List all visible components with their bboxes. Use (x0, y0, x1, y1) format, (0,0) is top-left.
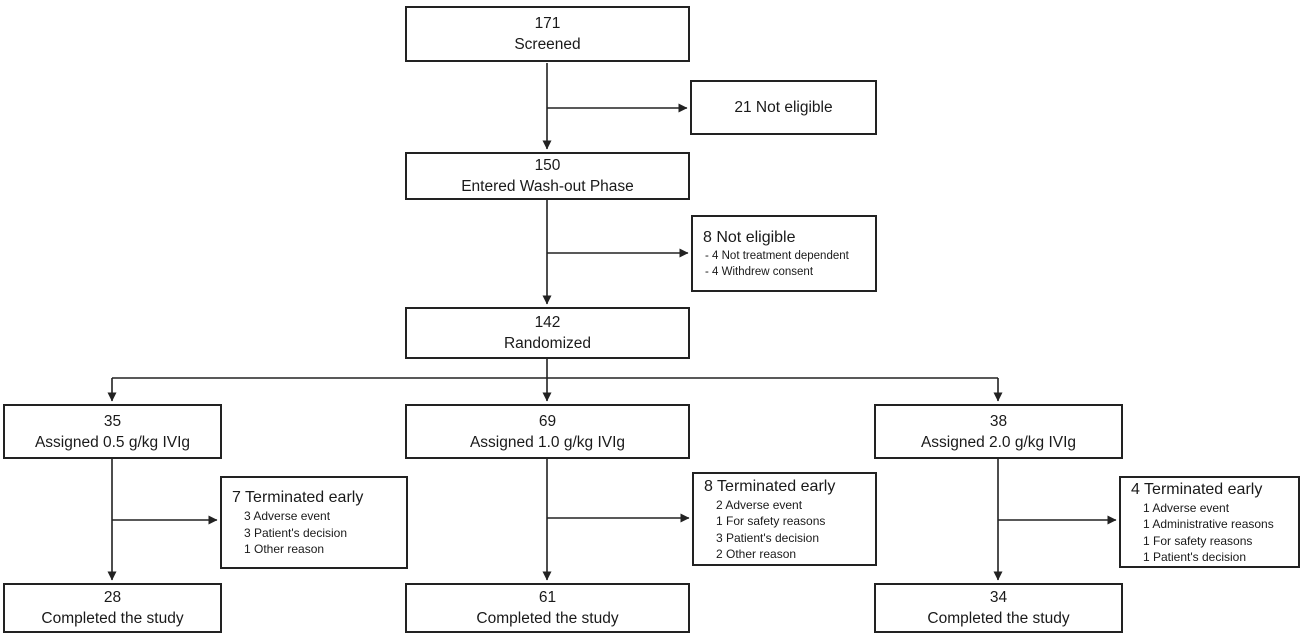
not-eligible-screening-label: 21 Not eligible (734, 98, 833, 116)
not-eligible-washout-title: 8 Not eligible (703, 229, 796, 246)
terminated-reason: 2 Other reason (716, 547, 797, 561)
not-eligible-screening-box: 21 Not eligible (690, 80, 877, 135)
terminated-reason: 1 Patient's decision (1143, 550, 1247, 564)
assigned-label: Assigned 0.5 g/kg IVIg (34, 433, 191, 451)
washout-label: Entered Wash-out Phase (461, 178, 634, 195)
terminated-reason: 3 Patient's decision (244, 525, 348, 540)
not-eligible-washout-reason: - 4 Not treatment dependent (705, 250, 849, 262)
randomized-count: 142 (534, 314, 561, 331)
completed-box-arm0: 28 Completed the study (3, 583, 222, 633)
assigned-count: 35 (103, 412, 122, 430)
completed-box-arm2: 34 Completed the study (874, 583, 1123, 633)
washout-count: 150 (534, 157, 561, 174)
randomized-box: 142 Randomized (405, 307, 690, 359)
terminated-reason: 1 Administrative reasons (1143, 517, 1274, 531)
terminated-reason: 3 Patient's decision (716, 530, 820, 545)
terminated-title: 4 Terminated early (1131, 480, 1263, 498)
terminated-reason: 2 Adverse event (716, 497, 803, 512)
completed-label: Completed the study (476, 610, 619, 627)
terminated-reason: 1 For safety reasons (1143, 533, 1253, 548)
screened-label: Screened (514, 36, 581, 53)
assigned-label: Assigned 1.0 g/kg IVIg (469, 433, 626, 451)
terminated-box-arm2: 4 Terminated early 1 Adverse event 1 Adm… (1119, 476, 1300, 568)
screened-count: 171 (534, 15, 561, 32)
terminated-reason: 3 Adverse event (244, 509, 331, 524)
completed-count: 28 (103, 589, 122, 606)
terminated-reason: 1 Adverse event (1143, 500, 1230, 515)
terminated-title: 7 Terminated early (232, 489, 364, 507)
screened-box: 171 Screened (405, 6, 690, 62)
completed-count: 61 (538, 589, 557, 606)
not-eligible-washout-reason: - 4 Withdrew consent (705, 266, 814, 278)
completed-box-arm1: 61 Completed the study (405, 583, 690, 633)
not-eligible-washout-box: 8 Not eligible - 4 Not treatment depende… (691, 215, 877, 292)
assigned-box-arm1: 69 Assigned 1.0 g/kg IVIg (405, 404, 690, 459)
terminated-box-arm1: 8 Terminated early 2 Adverse event 1 For… (692, 472, 877, 566)
assigned-label: Assigned 2.0 g/kg IVIg (920, 433, 1077, 451)
randomized-label: Randomized (503, 335, 592, 352)
completed-count: 34 (989, 589, 1008, 606)
terminated-box-arm0: 7 Terminated early 3 Adverse event 3 Pat… (220, 476, 408, 569)
terminated-reason: 1 For safety reasons (716, 514, 826, 528)
assigned-box-arm2: 38 Assigned 2.0 g/kg IVIg (874, 404, 1123, 459)
terminated-title: 8 Terminated early (704, 477, 836, 495)
terminated-reason: 1 Other reason (244, 542, 325, 557)
completed-label: Completed the study (927, 610, 1070, 627)
assigned-count: 38 (989, 412, 1008, 430)
completed-label: Completed the study (41, 610, 184, 627)
washout-box: 150 Entered Wash-out Phase (405, 152, 690, 200)
assigned-box-arm0: 35 Assigned 0.5 g/kg IVIg (3, 404, 222, 459)
assigned-count: 69 (538, 412, 557, 430)
